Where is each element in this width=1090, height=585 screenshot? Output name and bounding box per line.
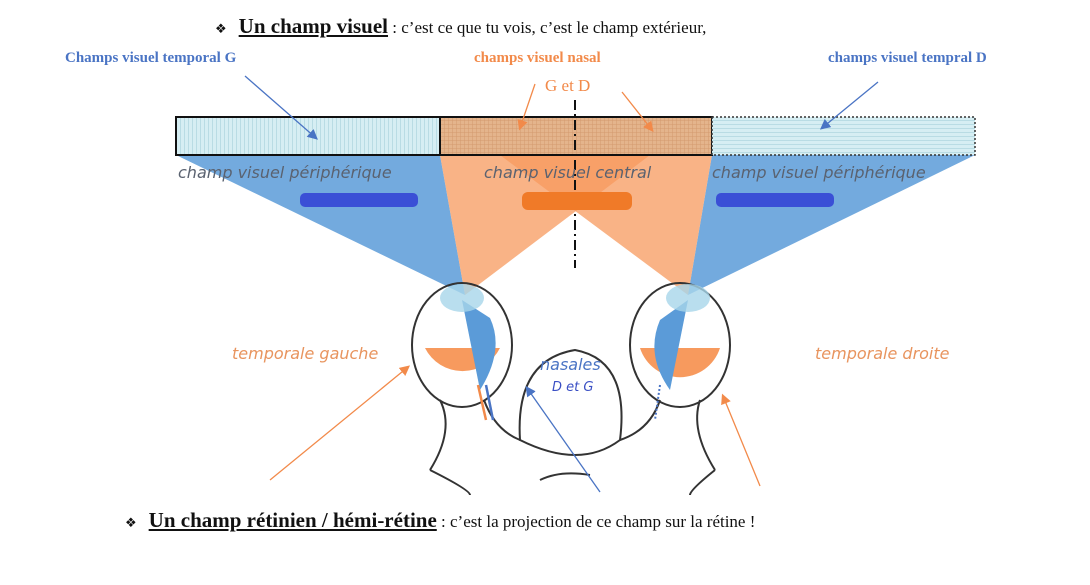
- heading-visual-field: ❖ Un champ visuel : c’est ce que tu vois,…: [215, 14, 706, 39]
- bullet-icon: ❖: [125, 515, 137, 530]
- retina-label-temporal-left: temporale gauche: [232, 344, 379, 363]
- field-label-left: champ visuel périphérique: [178, 163, 392, 182]
- redacted-left: [300, 193, 418, 207]
- heading-rest: : c’est ce que tu vois, c’est le champ e…: [388, 18, 707, 37]
- label-temporal-d: champs visuel tempral D: [828, 50, 987, 66]
- central-cone-right-eye: [500, 155, 712, 295]
- arrow-retina-temporal-left: [269, 365, 411, 481]
- right-peripheral-field: [711, 116, 976, 156]
- redacted-right: [716, 193, 834, 207]
- heading-retinal-field: ❖ Un champ rétinien / hémi-rétine : c’est…: [125, 508, 755, 533]
- bullet-icon: ❖: [215, 21, 227, 36]
- arrow-retina-nasal: [525, 385, 601, 493]
- arrow-nasal-2: [621, 91, 654, 133]
- optic-chiasm-outline: [429, 348, 716, 496]
- retina-label-temporal-right: temporale droite: [815, 344, 950, 363]
- left-temporal-cone: [176, 155, 465, 295]
- label-temporal-g: Champs visuel temporal G: [65, 50, 237, 66]
- arrow-temporal-g: [244, 75, 318, 140]
- heading-term: Un champ rétinien / hémi-rétine: [148, 508, 437, 532]
- right-eye: [619, 282, 731, 471]
- field-label-right: champ visuel périphérique: [712, 163, 926, 182]
- left-eye: [411, 282, 521, 471]
- left-peripheral-field: [175, 116, 441, 156]
- arrow-temporal-d: [819, 81, 879, 130]
- heading-rest: : c’est la projection de ce champ sur la…: [436, 512, 756, 531]
- redacted-center: [522, 192, 632, 210]
- arrow-nasal-1: [517, 83, 536, 131]
- arrow-retina-temporal-right: [721, 393, 761, 487]
- heading-term: Un champ visuel: [238, 14, 389, 38]
- retina-label-nasal-sub: D et G: [552, 380, 594, 395]
- field-label-center: champ visuel central: [484, 163, 652, 182]
- right-temporal-cone: [688, 155, 975, 295]
- retina-label-nasal: nasales: [540, 355, 601, 374]
- label-nasal-sub: G et D: [545, 76, 591, 95]
- label-nasal: champs visuel nasal: [474, 50, 601, 66]
